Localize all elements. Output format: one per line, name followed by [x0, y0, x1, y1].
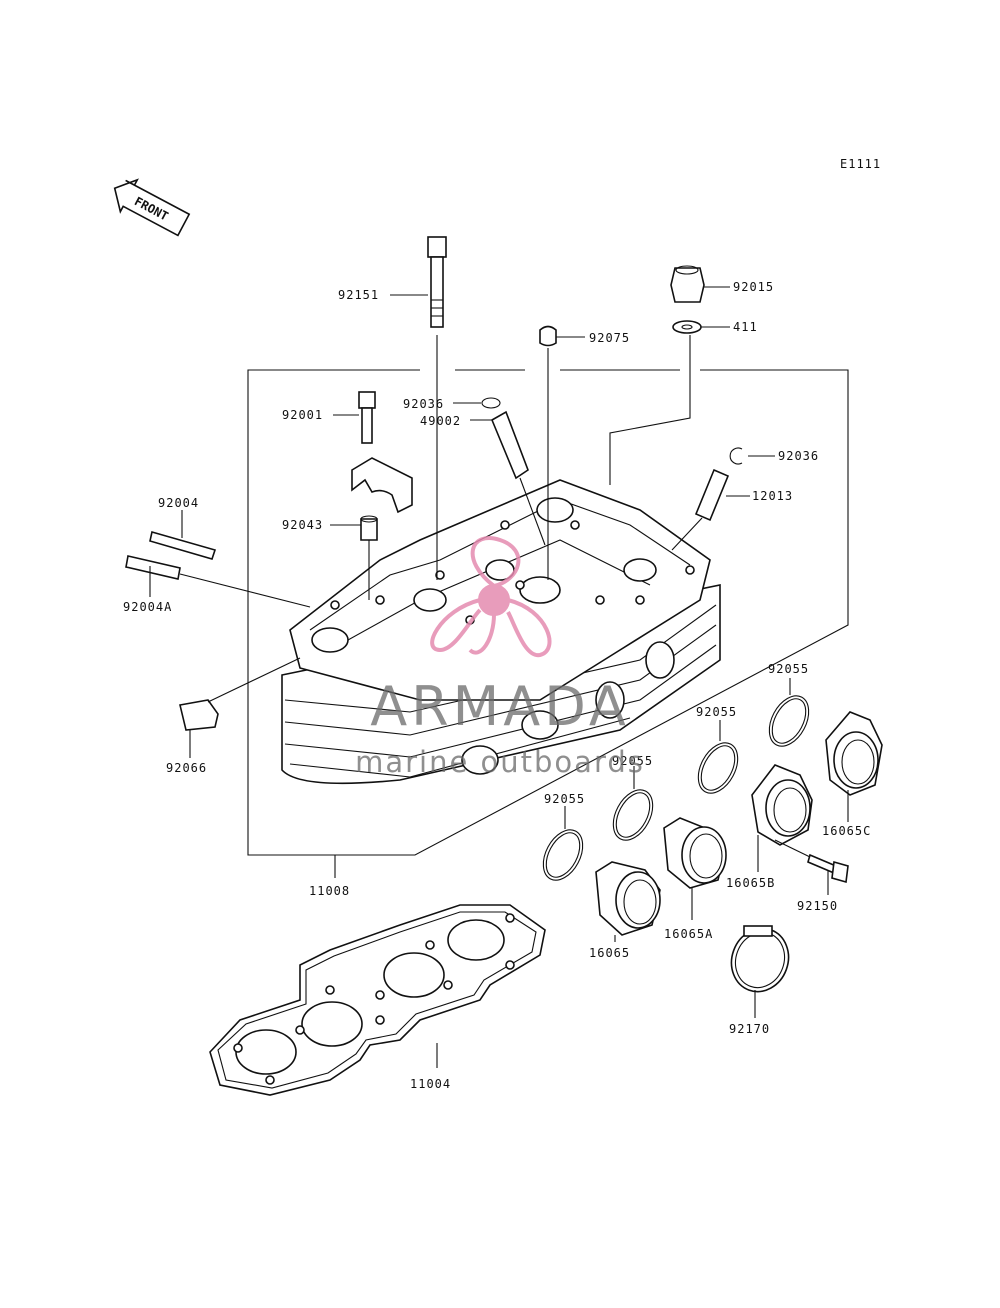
label-16065C: 16065C	[822, 824, 871, 838]
label-92066: 92066	[166, 761, 207, 775]
part-12013	[671, 468, 750, 551]
label-16065: 16065	[589, 946, 630, 960]
label-49002: 49002	[420, 414, 461, 428]
watermark-logo-icon	[430, 536, 552, 658]
cam-cap	[351, 457, 413, 514]
label-92055-2: 92055	[696, 705, 737, 719]
label-92055-1: 92055	[768, 662, 809, 676]
watermark-tagline: marine outboards	[355, 745, 645, 779]
label-92015: 92015	[733, 280, 774, 294]
gasket-11004	[209, 904, 546, 1096]
o-ring-92055-2	[697, 720, 739, 794]
clamp-92170	[730, 925, 790, 1018]
label-92150: 92150	[797, 899, 838, 913]
clip-92036-right	[729, 447, 775, 465]
label-92036-left: 92036	[403, 397, 444, 411]
diagram-code: E1111	[840, 157, 881, 171]
label-411: 411	[733, 320, 758, 334]
holder-16065B	[751, 764, 813, 872]
label-92075: 92075	[589, 331, 630, 345]
label-92043: 92043	[282, 518, 323, 532]
label-92170: 92170	[729, 1022, 770, 1036]
assembly-frame	[247, 369, 849, 856]
label-92151: 92151	[338, 288, 379, 302]
label-92055-3: 92055	[612, 754, 653, 768]
bolt-92151	[390, 236, 447, 580]
label-16065B: 16065B	[726, 876, 775, 890]
holder-16065C	[825, 711, 883, 822]
label-92004: 92004	[158, 496, 199, 510]
o-ring-92055-1	[768, 678, 810, 747]
front-arrow-icon: FRONT	[113, 178, 191, 237]
label-92001: 92001	[282, 408, 323, 422]
holder-16065A	[663, 817, 727, 920]
label-92036-right: 92036	[778, 449, 819, 463]
holder-16065	[595, 861, 661, 942]
stud-92004A	[125, 555, 311, 608]
stud-92004	[149, 510, 217, 560]
label-16065A: 16065A	[664, 927, 713, 941]
part-49002	[470, 410, 546, 546]
cap-92075	[539, 325, 585, 580]
o-ring-92055-3	[612, 766, 654, 841]
label-92055-4: 92055	[544, 792, 585, 806]
bolt-92150	[774, 839, 849, 895]
washer-411	[609, 320, 730, 485]
bolt-92001	[333, 391, 376, 444]
watermark-brand: ARMADA	[370, 675, 630, 738]
o-ring-92055-4	[542, 806, 584, 881]
label-11004: 11004	[410, 1077, 451, 1091]
part-92066	[179, 657, 301, 758]
nut-92015	[670, 265, 730, 303]
clip-92036-left	[453, 397, 501, 409]
watermark: ARMADA marine outboards	[355, 536, 645, 779]
dowel-92043	[330, 515, 378, 600]
label-92004A: 92004A	[123, 600, 172, 614]
label-12013: 12013	[752, 489, 793, 503]
label-11008: 11008	[309, 884, 350, 898]
